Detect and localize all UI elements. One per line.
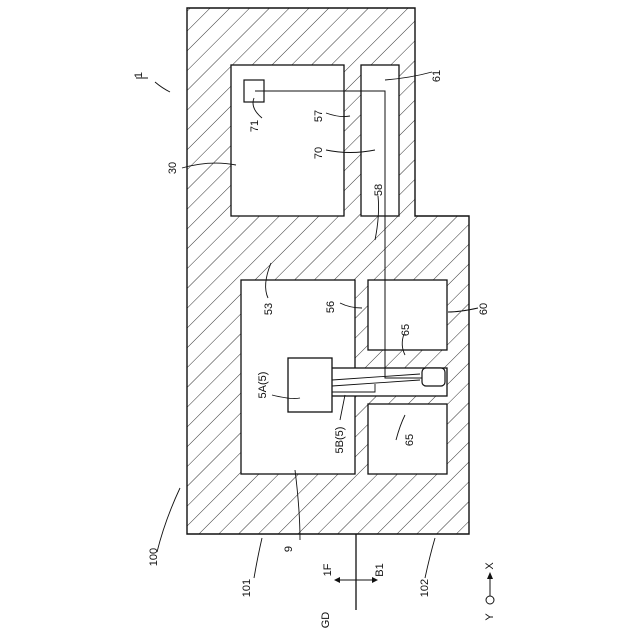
- block-65-top: [368, 280, 447, 350]
- element-5A: [288, 358, 332, 412]
- axis-y-symbol: [486, 596, 494, 604]
- label-GD: GD: [320, 612, 332, 629]
- label-65-top: 65: [400, 324, 412, 336]
- label-B1: B1: [374, 563, 386, 576]
- label-102: 102: [419, 579, 431, 597]
- label-70: 70: [313, 147, 325, 159]
- label-65-bottom: 65: [404, 434, 416, 446]
- label-5A: 5A(5): [257, 372, 269, 399]
- label-101: 101: [241, 579, 253, 597]
- label-axis-x: X: [484, 562, 496, 570]
- arrowhead-1F: [334, 577, 340, 583]
- label-58: 58: [373, 184, 385, 196]
- label-5B: 5B(5): [334, 427, 346, 454]
- label-60: 60: [478, 303, 490, 315]
- label-1F: 1F: [322, 563, 334, 576]
- label-61: 61: [431, 70, 443, 82]
- label-1: 1: [133, 72, 145, 78]
- label-71: 71: [249, 120, 261, 132]
- label-axis-y: Y: [484, 613, 496, 621]
- tip-element: [422, 368, 445, 386]
- label-56: 56: [325, 301, 337, 313]
- label-57: 57: [313, 110, 325, 122]
- label-53: 53: [263, 303, 275, 315]
- label-100: 100: [148, 548, 160, 566]
- label-9: 9: [283, 546, 295, 552]
- axis-x-arrowhead: [487, 572, 493, 579]
- arrowhead-B1: [372, 577, 378, 583]
- label-30: 30: [167, 162, 179, 174]
